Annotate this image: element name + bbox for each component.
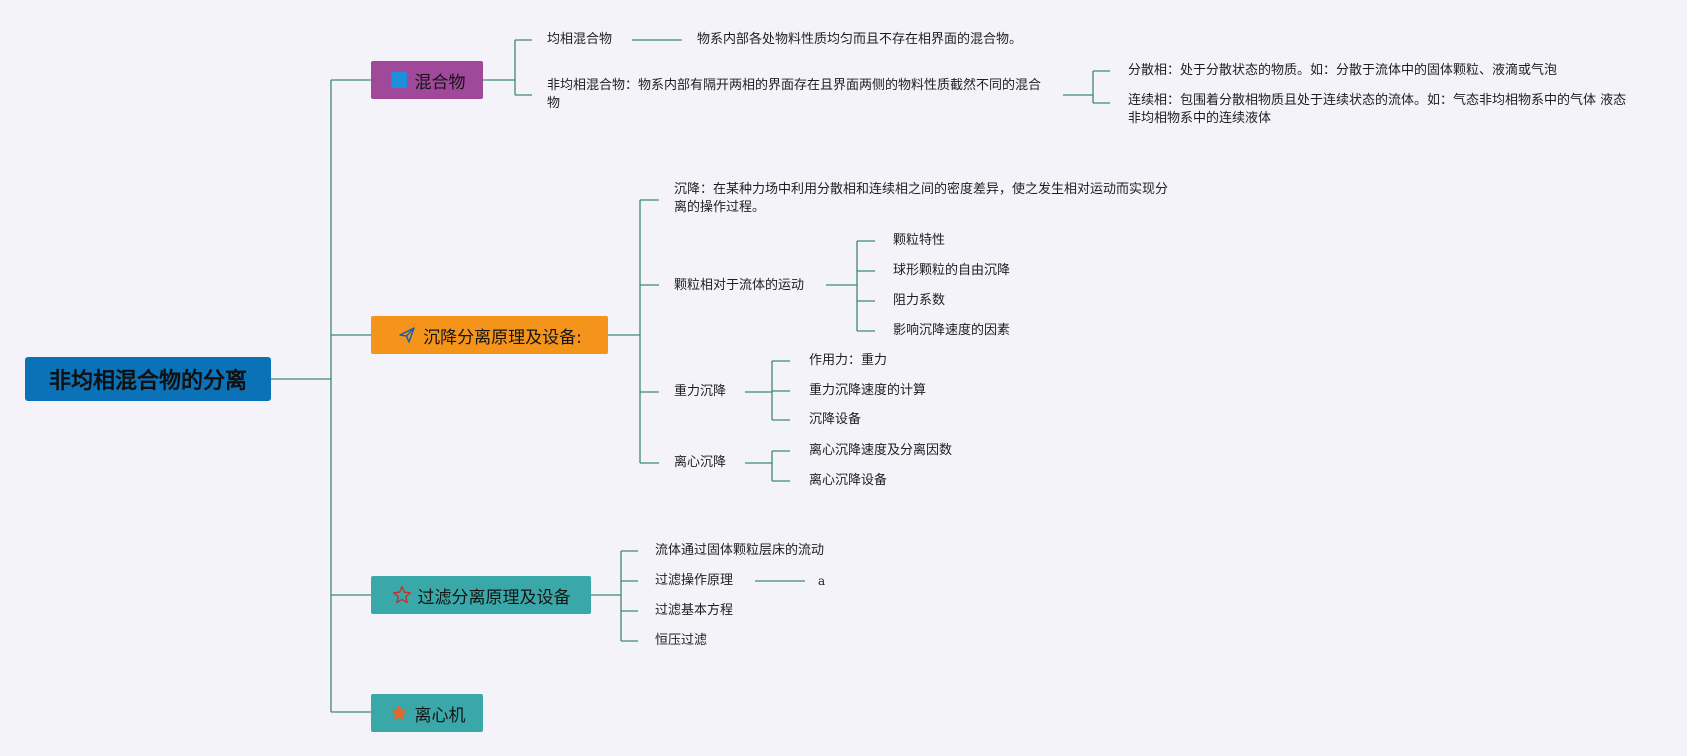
branch-sedimentation-label: 沉降分离原理及设备: (423, 327, 582, 348)
branch-filtration[interactable]: 过滤分离原理及设备 (371, 576, 591, 614)
dispersed-phase: 分散相：处于分散状态的物质。如：分散于流体中的固体颗粒、液滴或气泡 (1128, 63, 1558, 78)
gravity-item: 沉降设备 (809, 412, 862, 427)
root-node[interactable]: 非均相混合物的分离 (25, 357, 271, 401)
particle-item: 阻力系数 (893, 293, 946, 308)
filtration-principle-note: a (818, 574, 826, 588)
square-icon (389, 70, 409, 90)
particle-item: 球形颗粒的自由沉降 (893, 263, 1011, 278)
branch-mixture[interactable]: 混合物 (371, 61, 483, 99)
gravity-item: 作用力：重力 (809, 353, 888, 368)
branch-filtration-label: 过滤分离原理及设备 (417, 587, 571, 608)
paper-plane-icon (397, 325, 417, 345)
star-outline-icon (392, 585, 412, 605)
heterogeneous-label: 非均相混合物：物系内部有隔开两相的界面存在且界面两侧的物料性质截然不同的混合物 (547, 78, 1042, 111)
branch-sedimentation[interactable]: 沉降分离原理及设备: (371, 316, 608, 354)
branch-mixture-label: 混合物 (414, 72, 466, 93)
root-label: 非均相混合物的分离 (48, 369, 247, 394)
filtration-item: 恒压过滤 (655, 633, 708, 648)
sedimentation-definition: 沉降：在某种力场中利用分散相和连续相之间的密度差异，使之发生相对运动而实现分离的… (674, 182, 1169, 215)
particle-item: 影响沉降速度的因素 (893, 323, 1011, 338)
gravity-item: 重力沉降速度的计算 (809, 383, 927, 398)
filtration-item: 过滤基本方程 (655, 603, 734, 618)
branch-centrifuge-label: 离心机 (414, 705, 466, 726)
filtration-item: 流体通过固体颗粒层床的流动 (655, 543, 825, 558)
centrifugal-item: 离心沉降设备 (809, 473, 888, 488)
centrifugal-label: 离心沉降 (674, 455, 727, 470)
continuous-phase: 连续相：包围着分散相物质且处于连续状态的流体。如：气态非均相物系中的气体 液态非… (1128, 93, 1627, 126)
centrifugal-item: 离心沉降速度及分离因数 (809, 443, 953, 458)
particle-item: 颗粒特性 (893, 233, 946, 248)
gravity-label: 重力沉降 (674, 384, 727, 399)
filtration-item: 过滤操作原理 (655, 573, 734, 588)
homogeneous-label: 均相混合物 (547, 32, 613, 47)
branch-centrifuge[interactable]: 离心机 (371, 694, 483, 732)
star-icon (389, 703, 409, 723)
particle-motion-label: 颗粒相对于流体的运动 (674, 278, 805, 293)
homogeneous-desc: 物系内部各处物料性质均匀而且不存在相界面的混合物。 (697, 32, 1023, 47)
